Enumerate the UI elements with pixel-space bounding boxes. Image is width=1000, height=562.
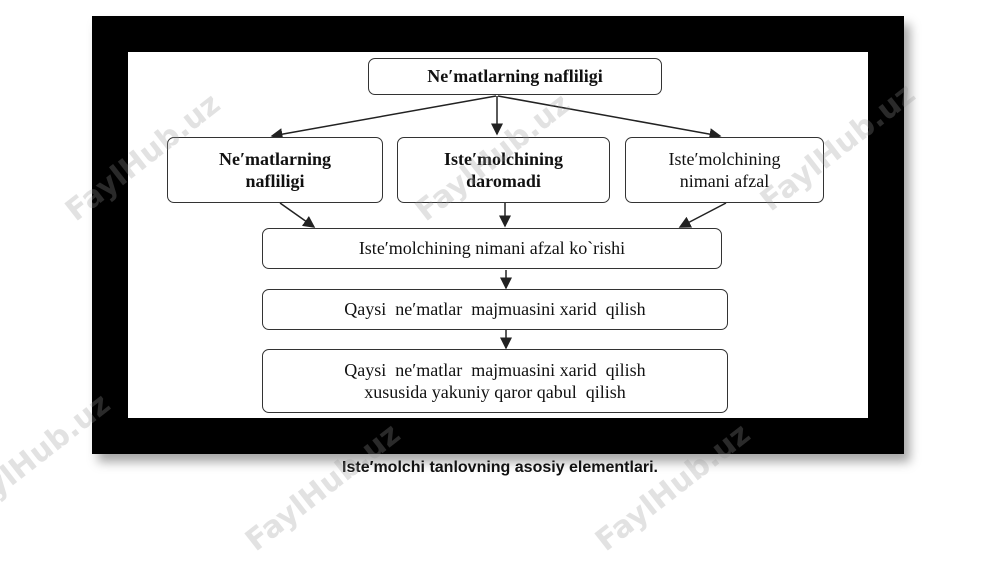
preference-short-box-line1: Iste′molchining	[668, 148, 781, 169]
top-box-label: Ne′matlarning nafliligi	[427, 66, 603, 87]
income-box-line1: Iste′molchining	[443, 148, 564, 169]
top-box: Ne′matlarning nafliligi	[368, 58, 662, 95]
income-box: Iste′molchining daromadi	[397, 137, 610, 203]
preference-box-label: Iste′molchining nimani afzal ko`rishi	[358, 238, 626, 259]
utility-box: Ne′matlarning nafliligi	[167, 137, 383, 203]
purchase-box: Qaysi ne′matlar majmuasini xarid qilish	[262, 289, 728, 330]
utility-box-line1: Ne′matlarning	[218, 148, 332, 169]
purchase-box-label: Qaysi ne′matlar majmuasini xarid qilish	[344, 299, 646, 320]
arrow-right-to-preference	[678, 202, 727, 228]
decision-box: Qaysi ne′matlar majmuasini xarid qilish …	[262, 349, 728, 413]
arrow-left-to-preference	[279, 202, 316, 228]
arrow-top-to-right	[497, 95, 722, 141]
preference-short-box: Iste′molchining nimani afzal	[625, 137, 824, 203]
income-box-line2: daromadi	[466, 171, 541, 191]
decision-box-line1: Qaysi ne′matlar majmuasini xarid qilish	[344, 359, 646, 380]
decision-box-line2: xususida yakuniy qaror qabul qilish	[364, 382, 626, 402]
utility-box-line2: nafliligi	[245, 171, 305, 191]
preference-box: Iste′molchining nimani afzal ko`rishi	[262, 228, 722, 269]
arrow-top-to-left	[270, 95, 497, 141]
figure-caption: Iste′molchi tanlovning asosiy elementlar…	[342, 459, 658, 476]
preference-short-box-line2: nimani afzal	[679, 171, 770, 191]
